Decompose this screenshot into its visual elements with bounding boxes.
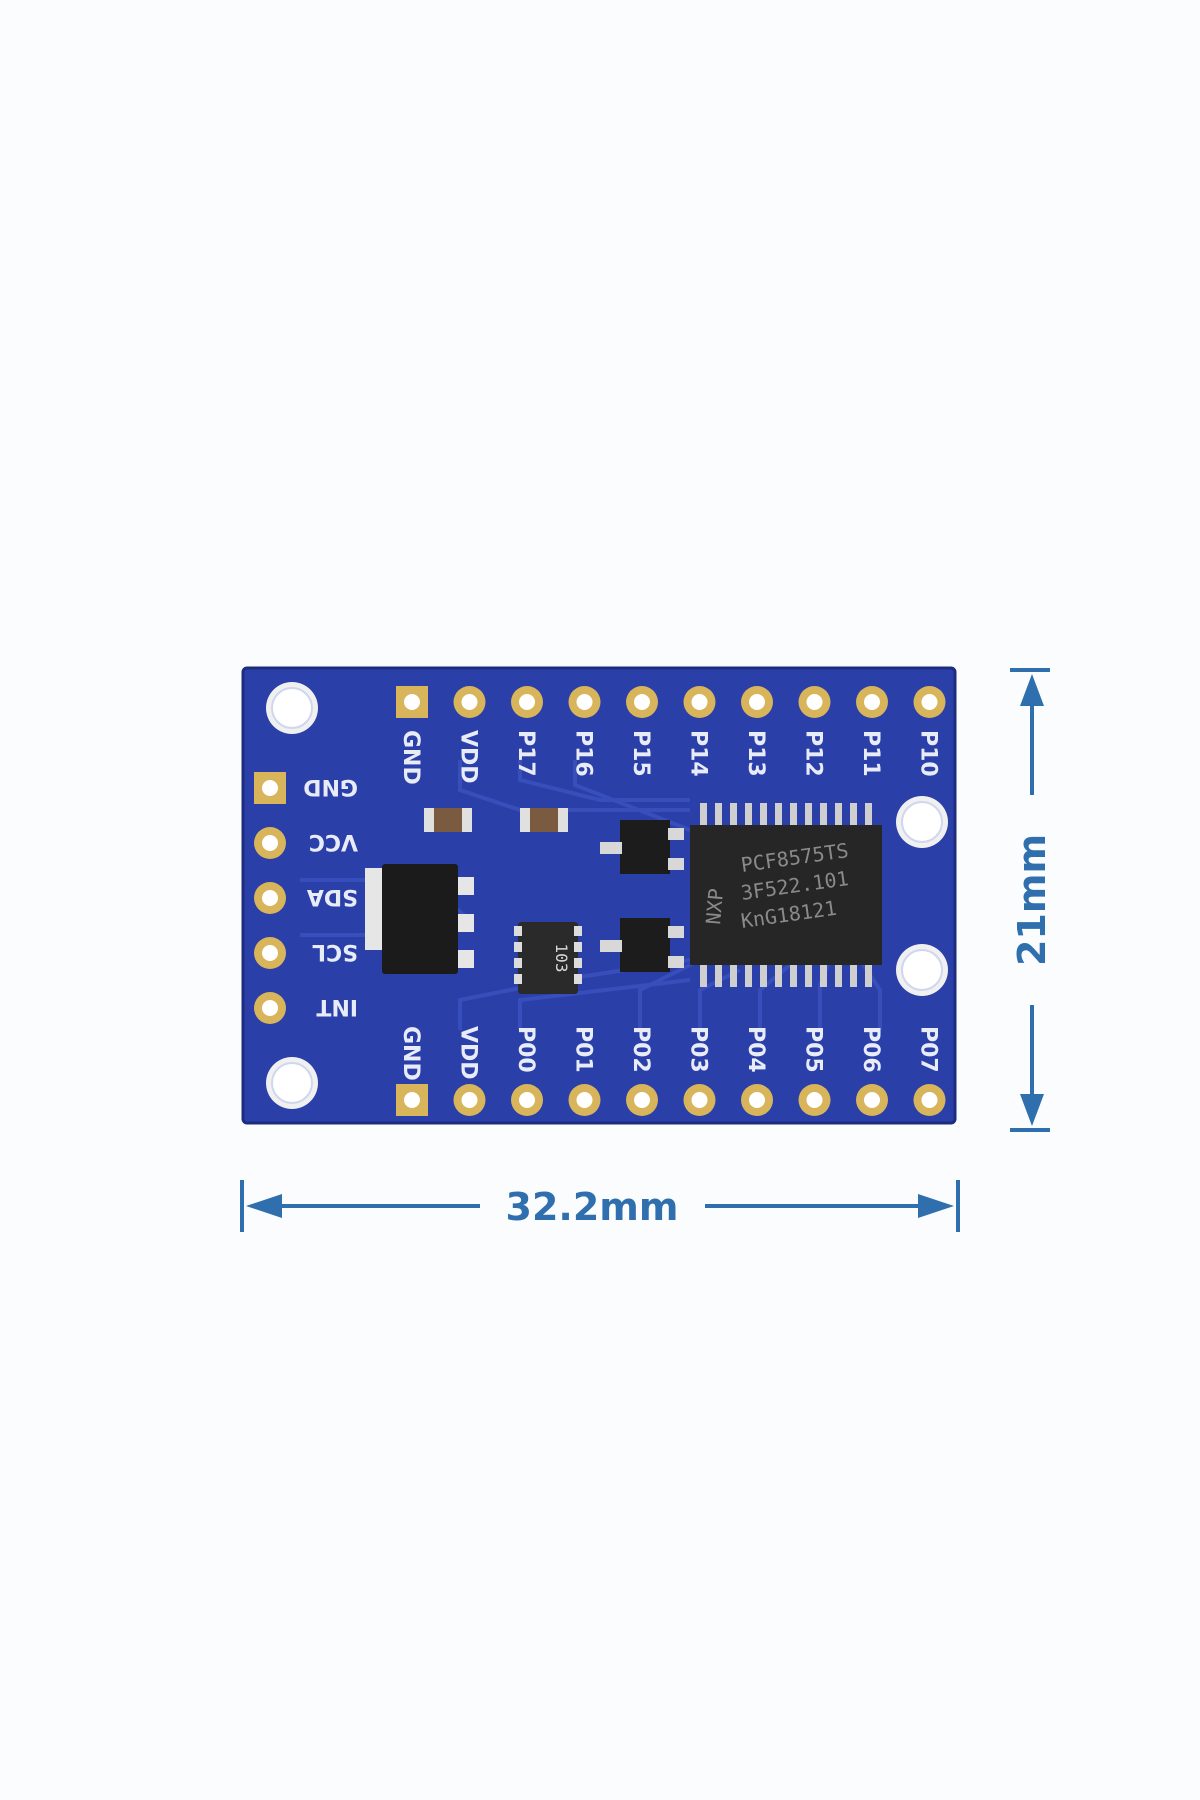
bottom-pin-label: P01	[571, 1026, 596, 1073]
bottom-pin-label: P06	[858, 1026, 883, 1073]
bottom-pin-label: P07	[916, 1026, 941, 1073]
left-pin-label: SDA	[307, 884, 358, 909]
bottom-pin-label: P04	[743, 1026, 768, 1073]
top-pin-label: P13	[743, 730, 768, 777]
transistor-1	[600, 820, 684, 874]
bottom-pin-p03: P03	[683, 1026, 716, 1116]
bottom-pin-p01: P01	[568, 1026, 601, 1116]
top-pin-label: P15	[628, 730, 653, 777]
top-pin-row: GND VDD P17 P16 P15 P14 P13 P12 P11 P10	[396, 686, 946, 785]
left-pin-gnd: GND	[254, 772, 358, 804]
capacitor-1	[424, 808, 472, 832]
top-pin-vdd: VDD	[453, 686, 486, 784]
left-pin-label: SCL	[312, 939, 358, 964]
left-pin-label: GND	[303, 774, 358, 799]
left-pin-label: INT	[316, 994, 358, 1019]
bottom-pin-label: GND	[398, 1026, 423, 1081]
bottom-pin-p07: P07	[913, 1026, 946, 1116]
bottom-pin-label: P05	[801, 1026, 826, 1073]
top-pin-p16: P16	[568, 686, 601, 777]
resistor-network: 103	[514, 922, 582, 994]
left-pin-label: VCC	[309, 829, 358, 854]
top-pin-label: P11	[858, 730, 883, 777]
top-pin-label: P16	[571, 730, 596, 777]
voltage-regulator	[365, 864, 474, 974]
top-pin-p12: P12	[798, 686, 831, 777]
bottom-pin-p04: P04	[741, 1026, 773, 1116]
top-pin-label: P14	[686, 730, 711, 777]
bottom-pin-label: P00	[513, 1026, 538, 1073]
height-dimension	[1010, 668, 1050, 1132]
top-pin-p10: P10	[913, 686, 946, 777]
height-label: 21mm	[1010, 834, 1054, 966]
top-pin-label: GND	[398, 730, 423, 785]
pcf8575-chip: NXP PCF8575TS 3F522.101 KnG18121	[690, 803, 882, 987]
mounting-hole-top-left	[266, 682, 318, 734]
top-pin-p14: P14	[683, 686, 716, 777]
top-pin-p11: P11	[856, 686, 888, 777]
bottom-pin-row: GND VDD P00 P01 P02 P03 P04 P05 P06 P07	[396, 1026, 946, 1116]
bottom-pin-label: VDD	[456, 1026, 481, 1080]
left-pin-int: INT	[254, 992, 358, 1024]
top-pin-label: P10	[916, 730, 941, 777]
bottom-pin-gnd: GND	[396, 1026, 428, 1116]
width-label: 32.2mm	[506, 1185, 679, 1229]
bottom-pin-label: P02	[628, 1026, 653, 1073]
capacitor-2	[520, 808, 568, 832]
left-pin-scl: SCL	[254, 937, 358, 969]
left-pin-row: GND VCC SDA SCL INT	[254, 772, 358, 1024]
mounting-hole-right-lower	[896, 944, 948, 996]
bottom-pin-p05: P05	[798, 1026, 831, 1116]
transistor-2	[600, 918, 684, 972]
pcb-board: GND VDD P17 P16 P15 P14 P13 P12 P11 P10 GND VDD P00…	[241, 666, 957, 1125]
width-dimension	[240, 1180, 960, 1232]
top-pin-gnd: GND	[396, 686, 428, 785]
chip-logo: NXP	[701, 887, 728, 925]
bottom-pin-vdd: VDD	[453, 1026, 486, 1116]
left-pin-vcc: VCC	[254, 827, 358, 859]
top-pin-p13: P13	[741, 686, 773, 777]
top-pin-p17: P17	[511, 686, 543, 777]
top-pin-label: VDD	[456, 730, 481, 784]
bottom-pin-p00: P00	[511, 1026, 543, 1116]
resistor-network-marking: 103	[552, 944, 571, 973]
mounting-hole-bottom-left	[266, 1057, 318, 1109]
top-pin-label: P17	[513, 730, 538, 777]
mounting-hole-right-upper	[896, 796, 948, 848]
bottom-pin-p06: P06	[856, 1026, 888, 1116]
top-pin-label: P12	[801, 730, 826, 777]
top-pin-p15: P15	[626, 686, 658, 777]
bottom-pin-label: P03	[686, 1026, 711, 1073]
left-pin-sda: SDA	[254, 882, 358, 914]
bottom-pin-p02: P02	[626, 1026, 658, 1116]
